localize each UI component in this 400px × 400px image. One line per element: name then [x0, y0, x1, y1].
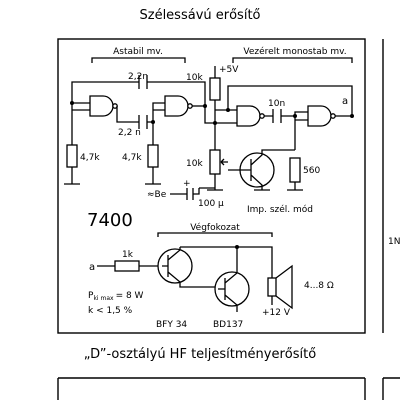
neighbor-panel-text: 1N — [388, 237, 400, 247]
svg-text:+5V: +5V — [219, 65, 239, 75]
speaker-icon — [267, 264, 293, 310]
svg-text:560: 560 — [303, 166, 320, 176]
svg-text:1k: 1k — [122, 250, 134, 260]
resistor-560 — [289, 157, 301, 183]
capacitor-2n2-mid — [138, 115, 148, 129]
nand-gate-2 — [164, 95, 193, 117]
svg-text:4,7k: 4,7k — [80, 153, 100, 163]
output-stage-bracket — [157, 232, 273, 237]
next-diagram-caption: „D”-osztályú HF teljesítményerősítő — [83, 347, 317, 362]
schematic-frame — [57, 38, 366, 334]
ic-label: 7400 — [87, 210, 133, 231]
nand-gate-3 — [236, 105, 265, 127]
svg-text:4...8 Ω: 4...8 Ω — [304, 281, 334, 291]
monostab-label: Vezérelt monostab mv. — [243, 46, 346, 57]
svg-text:2,2n: 2,2n — [128, 72, 148, 82]
resistor-4k7-mid — [147, 144, 159, 168]
transistor-monostable — [228, 149, 295, 190]
nand-gate-4 — [307, 105, 336, 127]
transistor-bd137 — [214, 247, 250, 312]
input-be-label: ≈Be — [147, 190, 167, 200]
power-spec: Pki max= 8 W — [88, 291, 144, 302]
potentiometer-10k — [209, 149, 221, 175]
nand-gate-1 — [89, 95, 118, 117]
diagram-title: Szélessávú erősítő — [139, 8, 261, 23]
svg-text:10k: 10k — [186, 73, 203, 83]
resistor-4k7-left — [66, 144, 78, 168]
resistor-1k — [114, 260, 140, 272]
monostab-bracket — [232, 57, 353, 63]
capacitor-10n — [272, 109, 282, 123]
input-a-label: a — [89, 262, 95, 273]
svg-text:+: + — [183, 179, 191, 189]
astabil-bracket — [91, 57, 186, 63]
output-a-label: a — [342, 96, 348, 107]
transistor-bfy34 — [157, 247, 218, 288]
svg-text:4,7k: 4,7k — [122, 153, 142, 163]
capacitor-100u — [170, 188, 200, 200]
svg-text:BFY 34: BFY 34 — [156, 320, 187, 330]
distortion-spec: k < 1,5 % — [88, 306, 133, 316]
astabil-label: Astabil mv. — [113, 47, 163, 57]
svg-text:2,2 n: 2,2 n — [118, 128, 141, 138]
pulse-width-label: Imp. szél. mód — [247, 204, 313, 215]
capacitor-2n2-top — [138, 75, 148, 89]
svg-text:10k: 10k — [186, 159, 203, 169]
svg-text:Végfokozat: Végfokozat — [190, 222, 240, 233]
svg-text:100 μ: 100 μ — [198, 199, 224, 209]
resistor-10k-top — [209, 77, 221, 101]
svg-text:10n: 10n — [268, 99, 285, 109]
svg-text:+12 V: +12 V — [262, 308, 291, 318]
svg-text:BD137: BD137 — [213, 320, 243, 330]
